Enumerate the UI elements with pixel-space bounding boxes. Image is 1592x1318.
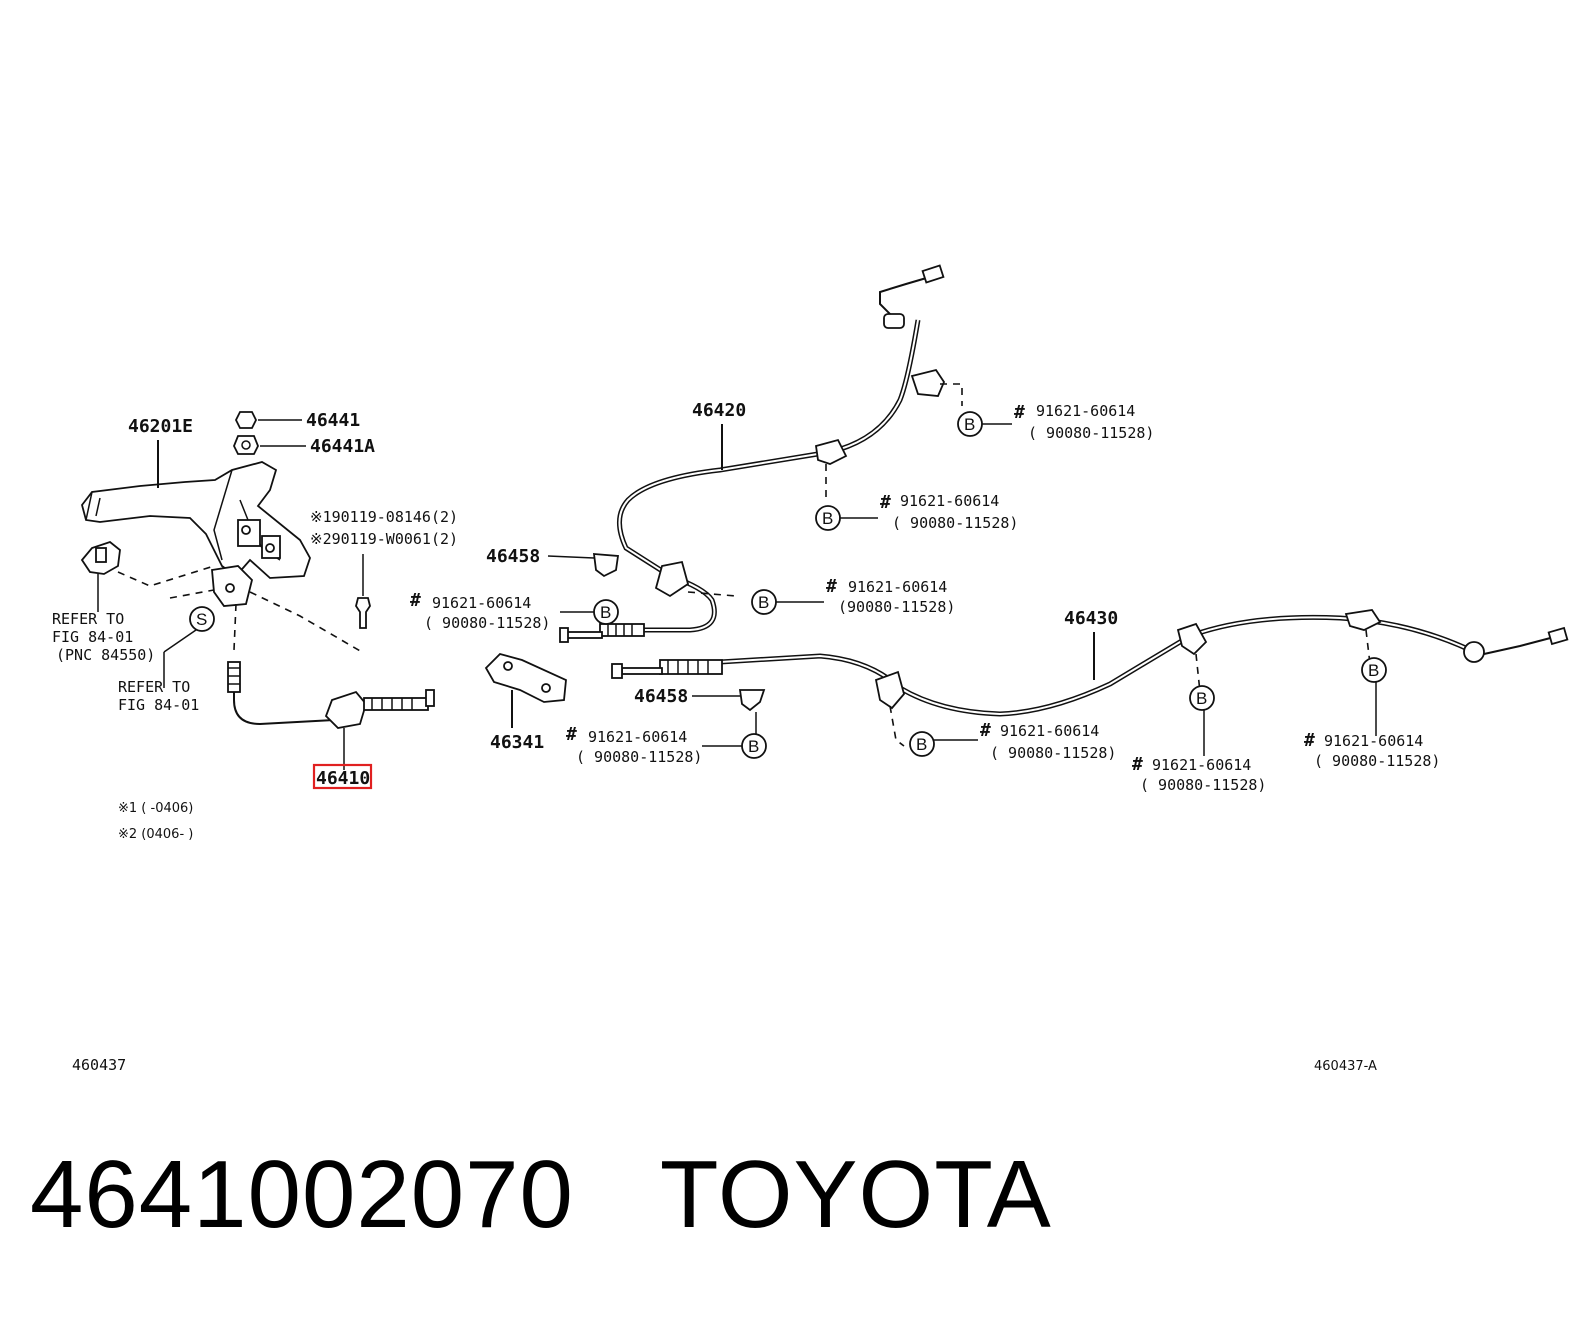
b-bubble-symbol: B bbox=[964, 415, 975, 434]
b-bubble-symbol: B bbox=[748, 737, 759, 756]
s-bubble-symbol: S bbox=[196, 610, 207, 629]
bolt-callout-5: B # 91621-60614 ( 90080-11528) bbox=[566, 712, 767, 766]
bolt-part-number: 91621-60614 bbox=[432, 594, 531, 612]
bolt-alt-part-number: ( 90080-11528) bbox=[424, 614, 550, 632]
bolt-alt-part-number: ( 90080-11528) bbox=[1028, 424, 1154, 442]
refer-to-fig-label-1c: (PNC 84550) bbox=[56, 646, 155, 664]
b-bubble-symbol: B bbox=[916, 735, 927, 754]
refer-to-fig-label-1b: FIG 84-01 bbox=[52, 628, 133, 646]
bolt-part-number: 91621-60614 bbox=[1036, 402, 1135, 420]
figure-code-left: 460437 bbox=[72, 1056, 126, 1074]
screw-note-2: ※290119-W0061(2) bbox=[310, 530, 458, 548]
bolt-callout-2: B # 91621-60614 ( 90080-11528) bbox=[815, 492, 1018, 532]
hash-symbol: # bbox=[826, 576, 837, 597]
bolt-part-number: 91621-60614 bbox=[588, 728, 687, 746]
part-label-46430: 46430 bbox=[1064, 608, 1118, 629]
hash-symbol: # bbox=[566, 724, 577, 745]
bolt-callout-8: B # 91621-60614 ( 90080-11528) bbox=[1304, 657, 1440, 770]
bolt-callout-1: B # 91621-60614 ( 90080-11528) bbox=[957, 402, 1154, 442]
refer-to-fig-label-1: REFER TO bbox=[52, 610, 124, 628]
highlight-box-46410 bbox=[312, 763, 373, 790]
part-label-46458-upper: 46458 bbox=[486, 546, 540, 567]
hash-symbol: # bbox=[410, 590, 421, 611]
b-bubble-symbol: B bbox=[822, 509, 833, 528]
bolt-callout-3: B # 91621-60614 ( 90080-11528) bbox=[410, 590, 619, 632]
legend-note-2: ※2 (0406- ) bbox=[118, 827, 193, 842]
part-label-46458-lower: 46458 bbox=[634, 686, 688, 707]
brand-caption: TOYOTA bbox=[659, 1141, 1052, 1248]
product-caption: 4641002070 TOYOTA bbox=[30, 1140, 1138, 1250]
bolt-alt-part-number: (90080-11528) bbox=[838, 598, 955, 616]
bracket-46341 bbox=[484, 652, 567, 703]
screw-note-1: ※190119-08146(2) bbox=[310, 508, 458, 526]
bolt-alt-part-number: ( 90080-11528) bbox=[990, 744, 1116, 762]
part-number-caption: 4641002070 bbox=[30, 1141, 574, 1248]
hash-symbol: # bbox=[980, 720, 991, 741]
b-bubble-symbol: B bbox=[1196, 689, 1207, 708]
bolt-part-number: 91621-60614 bbox=[900, 492, 999, 510]
bolt-callout-6: B # 91621-60614 ( 90080-11528) bbox=[909, 720, 1116, 762]
hash-symbol: # bbox=[1304, 730, 1315, 751]
part-label-46441: 46441 bbox=[306, 410, 360, 431]
bolt-alt-part-number: ( 90080-11528) bbox=[1140, 776, 1266, 794]
part-label-46441A: 46441A bbox=[310, 436, 375, 457]
refer-to-fig-label-2: REFER TO bbox=[118, 678, 190, 696]
bolt-alt-part-number: ( 90080-11528) bbox=[1314, 752, 1440, 770]
bolt-callout-4: B # 91621-60614 (90080-11528) bbox=[751, 576, 955, 616]
b-bubble-symbol: B bbox=[758, 593, 769, 612]
hash-symbol: # bbox=[880, 492, 891, 513]
clip-46458-upper bbox=[592, 553, 620, 578]
hash-symbol: # bbox=[1014, 402, 1025, 423]
bolt-part-number: 91621-60614 bbox=[1000, 722, 1099, 740]
refer-to-fig-label-2b: FIG 84-01 bbox=[118, 696, 199, 714]
front-cable-46410 bbox=[227, 661, 435, 770]
bolt-alt-part-number: ( 90080-11528) bbox=[576, 748, 702, 766]
figure-code-right: 460437-A bbox=[1314, 1059, 1377, 1074]
parking-brake-lever-assembly: S bbox=[80, 411, 371, 688]
clip-46458-lower bbox=[738, 689, 766, 712]
rear-cable-46420 bbox=[559, 264, 963, 643]
b-bubble-symbol: B bbox=[600, 603, 611, 622]
hash-symbol: # bbox=[1132, 754, 1143, 775]
bolt-alt-part-number: ( 90080-11528) bbox=[892, 514, 1018, 532]
rear-cable-46430 bbox=[611, 609, 1569, 747]
legend-note-1: ※1 ( -0406) bbox=[118, 801, 193, 816]
part-label-46201E: 46201E bbox=[128, 416, 193, 437]
bolt-part-number: 91621-60614 bbox=[848, 578, 947, 596]
bolt-part-number: 91621-60614 bbox=[1152, 756, 1251, 774]
part-label-46410: 46410 bbox=[316, 768, 370, 789]
part-label-46341: 46341 bbox=[490, 732, 544, 753]
b-bubble-symbol: B bbox=[1368, 661, 1379, 680]
part-label-46420: 46420 bbox=[692, 400, 746, 421]
bolt-callout-7: B # 91621-60614 ( 90080-11528) bbox=[1132, 685, 1266, 794]
bolt-part-number: 91621-60614 bbox=[1324, 732, 1423, 750]
